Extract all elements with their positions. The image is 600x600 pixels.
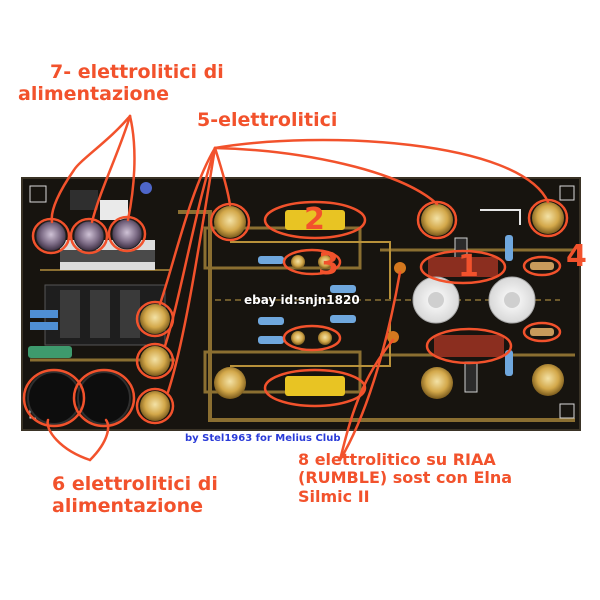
tube-sockets: [387, 262, 536, 343]
supply-capacitors-bottom: [27, 371, 131, 425]
red-capacitors: [428, 257, 504, 357]
label-7-line2: alimentazione: [18, 82, 169, 105]
credit-text: by Stel1963 for Melius Club: [185, 433, 341, 444]
ebay-watermark: ebay id:snjn1820: [244, 293, 360, 307]
label-6-line2: alimentazione: [52, 494, 203, 517]
label-6: 6 elettrolitici di alimentazione: [52, 473, 218, 518]
number-4: 4: [566, 239, 587, 274]
label-8-line3: Silmic II: [298, 486, 370, 506]
power-supply-section: [28, 182, 166, 358]
supply-capacitors-top: [35, 218, 143, 252]
label-7-line1: 7- elettrolitici di: [50, 61, 224, 83]
label-7: 7- elettrolitici di alimentazione: [18, 61, 224, 106]
gold-capacitors: [140, 202, 564, 421]
number-3: 3: [318, 247, 339, 282]
film-capacitors: [285, 210, 345, 396]
annotation-overlays: [22, 114, 569, 462]
number-1: 1: [458, 249, 479, 284]
label-6-line1: 6 elettrolitici di: [52, 473, 218, 495]
number-2: 2: [304, 202, 325, 237]
label-5: 5-elettrolitici: [197, 109, 338, 131]
resistors: [258, 235, 554, 376]
label-8-line1: 8 elettrolitico su RIAA: [298, 450, 496, 469]
label-8: 8 elettrolitico su RIAA (RUMBLE) sost co…: [298, 450, 513, 506]
label-8-line2: (RUMBLE) sost con Elna: [298, 468, 513, 488]
